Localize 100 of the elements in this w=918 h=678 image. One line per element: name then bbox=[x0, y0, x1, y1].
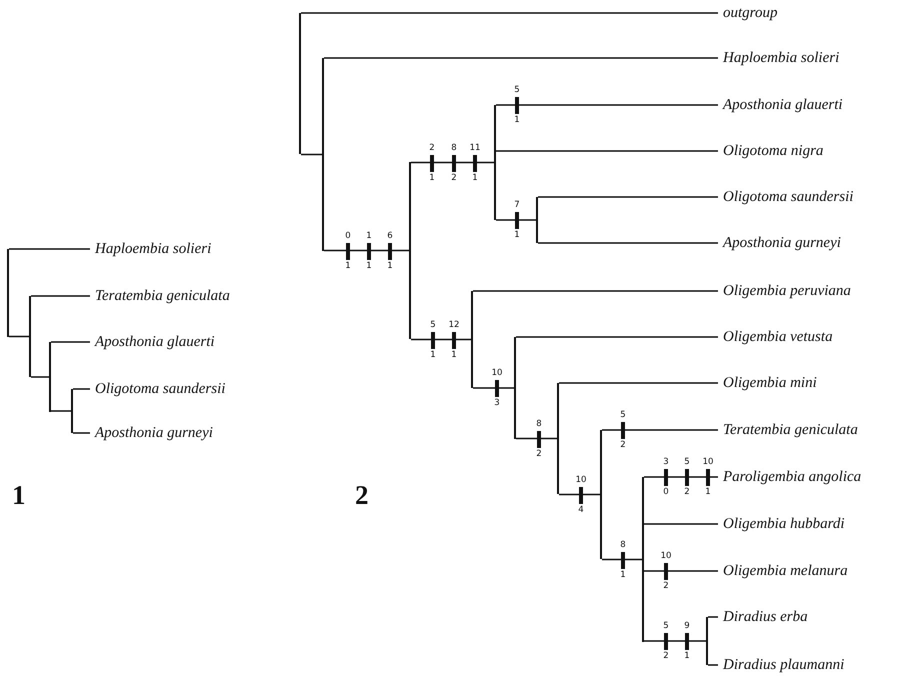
branch-line bbox=[708, 664, 718, 666]
branch-line bbox=[31, 295, 90, 297]
state-number: 1 bbox=[365, 260, 373, 270]
character-number: 5 bbox=[662, 621, 670, 631]
branch-line bbox=[73, 432, 90, 434]
taxon-label: Teratembia geniculata bbox=[90, 286, 230, 306]
branch-line bbox=[516, 336, 718, 338]
character-number: 10 bbox=[490, 368, 504, 378]
branch-junction-line bbox=[49, 342, 51, 412]
branch-line bbox=[473, 290, 718, 292]
character-number: 8 bbox=[619, 540, 627, 550]
branch-line bbox=[644, 640, 706, 642]
character-number: 6 bbox=[386, 230, 394, 240]
branch-line bbox=[516, 438, 557, 440]
branch-line bbox=[324, 57, 718, 59]
character-number: 10 bbox=[660, 551, 672, 561]
branch-junction-line bbox=[557, 383, 559, 494]
state-number: 1 bbox=[429, 350, 437, 360]
taxon-label: Oligotoma saundersii bbox=[90, 379, 226, 399]
branch-line bbox=[51, 341, 90, 343]
taxon-label: Teratembia geniculata bbox=[718, 420, 858, 440]
branch-line bbox=[411, 338, 471, 340]
taxon-label: Paroligembia angolica bbox=[718, 467, 862, 487]
branch-line bbox=[9, 336, 29, 338]
branch-line bbox=[301, 12, 718, 14]
character-number: 5 bbox=[429, 320, 437, 330]
taxon-label: Aposthonia gurneyi bbox=[90, 423, 213, 443]
character-number: 1 bbox=[365, 230, 373, 240]
state-number: 1 bbox=[471, 172, 479, 182]
state-number: 2 bbox=[683, 487, 691, 497]
character-number: 11 bbox=[468, 142, 482, 152]
branch-line bbox=[538, 242, 718, 244]
state-number: 1 bbox=[704, 487, 712, 497]
branch-line bbox=[51, 410, 71, 412]
character-number: 8 bbox=[450, 142, 458, 152]
branch-junction-line bbox=[7, 249, 9, 337]
character-number: 0 bbox=[344, 230, 352, 240]
character-number: 9 bbox=[683, 621, 691, 631]
branch-line bbox=[644, 523, 718, 525]
state-number: 1 bbox=[386, 260, 394, 270]
branch-line bbox=[411, 162, 494, 164]
taxon-label: Haploembia solieri bbox=[718, 48, 840, 68]
state-number: 3 bbox=[493, 398, 501, 408]
state-number: 2 bbox=[662, 651, 670, 661]
character-number: 5 bbox=[619, 410, 627, 420]
state-number: 1 bbox=[428, 172, 436, 182]
taxon-label: Oligotoma nigra bbox=[718, 141, 824, 161]
state-number: 2 bbox=[450, 172, 458, 182]
branch-line bbox=[496, 150, 718, 152]
branch-line bbox=[644, 476, 718, 478]
taxon-label: Aposthonia gurneyi bbox=[718, 233, 841, 253]
taxon-label: Oligembia peruviana bbox=[718, 281, 851, 301]
taxon-label: Oligotoma saundersii bbox=[718, 187, 854, 207]
branch-junction-line bbox=[471, 291, 473, 388]
state-number: 1 bbox=[344, 260, 352, 270]
branch-line bbox=[708, 616, 718, 618]
character-number: 12 bbox=[448, 320, 460, 330]
taxon-label: Aposthonia glauerti bbox=[718, 95, 843, 115]
taxon-label: outgroup bbox=[718, 3, 778, 23]
character-number: 8 bbox=[535, 418, 543, 428]
branch-junction-line bbox=[409, 162, 411, 339]
taxon-label: Diradius erba bbox=[718, 607, 808, 627]
taxon-label: Oligembia hubbardi bbox=[718, 514, 845, 534]
branch-line bbox=[602, 429, 718, 431]
branch-line bbox=[473, 387, 514, 389]
figure-number: 1 bbox=[12, 480, 26, 510]
state-number: 4 bbox=[577, 504, 585, 514]
branch-junction-line bbox=[71, 389, 73, 433]
character-number: 5 bbox=[683, 457, 691, 467]
branch-junction-line bbox=[299, 13, 301, 154]
branch-line bbox=[496, 219, 536, 221]
branch-junction-line bbox=[322, 58, 324, 251]
taxon-label: Haploembia solieri bbox=[90, 239, 212, 259]
branch-line bbox=[559, 494, 600, 496]
taxon-label: Diradius plaumanni bbox=[718, 655, 844, 675]
taxon-label: Aposthonia glauerti bbox=[90, 332, 215, 352]
branch-line bbox=[559, 382, 718, 384]
branch-line bbox=[31, 376, 49, 378]
branch-junction-line bbox=[600, 430, 602, 559]
taxon-label: Oligembia melanura bbox=[718, 561, 848, 581]
branch-line bbox=[301, 154, 322, 156]
character-number: 7 bbox=[513, 200, 521, 210]
branch-line bbox=[538, 196, 718, 198]
character-number: 2 bbox=[428, 142, 436, 152]
branch-line bbox=[73, 388, 90, 390]
state-number: 1 bbox=[513, 230, 521, 240]
character-number: 10 bbox=[702, 457, 714, 467]
figure-number: 2 bbox=[355, 480, 368, 510]
branch-line bbox=[644, 570, 718, 572]
branch-line bbox=[9, 248, 90, 250]
character-number: 3 bbox=[662, 457, 670, 467]
state-number: 1 bbox=[619, 570, 627, 580]
state-number: 1 bbox=[513, 115, 521, 125]
branch-line bbox=[496, 104, 718, 106]
taxon-label: Oligembia mini bbox=[718, 373, 817, 393]
character-number: 10 bbox=[574, 474, 588, 484]
branch-junction-line bbox=[494, 105, 496, 220]
state-number: 2 bbox=[662, 581, 670, 591]
branch-junction-line bbox=[29, 296, 31, 377]
branch-junction-line bbox=[514, 337, 516, 439]
